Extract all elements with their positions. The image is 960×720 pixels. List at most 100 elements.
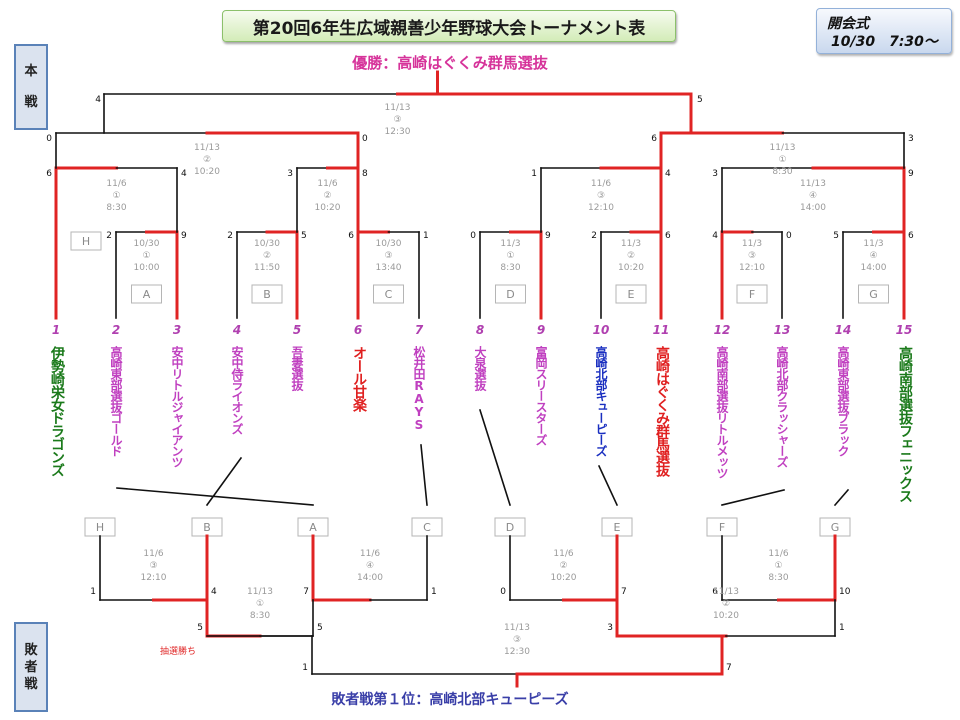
r1-game-D-field: ①	[506, 251, 514, 261]
team-name-4: 安中侍ライオンズ	[230, 346, 244, 434]
loser-final-score-right: 7	[726, 663, 732, 673]
qf-score-left-4: 3	[712, 169, 718, 179]
r1-game-A-date: 10/30	[134, 239, 160, 249]
r1-score-right-A: 9	[181, 231, 187, 241]
team-number-15: 15	[895, 323, 913, 337]
opening-ceremony-box: 開会式 10/30 7:30～	[816, 8, 952, 54]
team-number-3: 3	[172, 323, 182, 337]
loser-r1-score-left-1: 1	[90, 587, 96, 597]
final-game-time: 12:30	[385, 127, 411, 137]
opening-datetime: 10/30 7:30～	[831, 34, 938, 50]
loser-box-G-label: G	[831, 521, 840, 534]
loser-sf-game-2-date: 11/13	[713, 587, 739, 597]
r1-score-right-C: 1	[423, 231, 429, 241]
r1-score-left-C: 6	[348, 231, 354, 241]
r1-score-left-B: 2	[227, 231, 233, 241]
loser-r1-game-4-time: 8:30	[768, 573, 788, 583]
team-name-14: 高崎東部選抜ブラック	[836, 346, 850, 456]
qf-score-right-1: 4	[181, 169, 187, 179]
sf-score-left-1: 0	[46, 134, 52, 144]
team-number-5: 5	[292, 323, 302, 337]
loser-box-B-label: B	[203, 521, 211, 534]
final-score-left: 4	[95, 95, 101, 105]
loser-r1-score-left-4: 6	[712, 587, 718, 597]
sf-game-1-date: 11/13	[194, 143, 220, 153]
loser-r1-game-4-field: ①	[774, 561, 782, 571]
loser-r1-score-right-3: 7	[621, 587, 627, 597]
main-draw-label: 本 戦	[14, 44, 48, 130]
r1-game-B-date: 10/30	[254, 239, 280, 249]
feed-line-F	[721, 489, 785, 506]
team-name-7: 松井田RAYS	[412, 346, 426, 431]
loser-r1-score-left-2: 7	[303, 587, 309, 597]
r1-box-F	[736, 284, 768, 304]
team-number-9: 9	[536, 323, 546, 337]
r1-box-B-label: B	[263, 288, 271, 301]
loser-box-E-label: E	[614, 521, 621, 534]
team-number-12: 12	[713, 323, 731, 337]
loser-final-game-time: 12:30	[504, 647, 530, 657]
feed-line-G	[833, 488, 850, 507]
team-number-6: 6	[353, 323, 363, 337]
bye-box-H-label: H	[82, 235, 90, 248]
qf-game-4-date: 11/13	[800, 179, 826, 189]
feed-line-A	[116, 487, 314, 506]
loser-r1-game-3-field: ②	[559, 561, 567, 571]
r1-score-left-A: 2	[106, 231, 112, 241]
loser-r1-game-2-field: ④	[366, 561, 374, 571]
feed-line-D	[478, 408, 512, 507]
sf-score-left-2: 6	[651, 134, 657, 144]
team-name-1: 伊勢崎栄女ドラゴンズ	[49, 346, 65, 476]
r1-score-right-E: 6	[665, 231, 671, 241]
r1-score-right-F: 0	[786, 231, 792, 241]
r1-game-B-field: ②	[263, 251, 271, 261]
loser-final-game-date: 11/13	[504, 623, 530, 633]
final-game-field: ③	[393, 115, 401, 125]
loser-sf-score-right-2: 1	[839, 623, 845, 633]
r1-box-E-label: E	[628, 288, 635, 301]
loser-box-F-label: F	[719, 521, 725, 534]
loser-r1-game-1-date: 11/6	[143, 549, 163, 559]
qf-score-left-1: 6	[46, 169, 52, 179]
loser-box-H-label: H	[96, 521, 104, 534]
team-number-1: 1	[51, 323, 61, 337]
team-number-2: 2	[111, 323, 121, 337]
r1-game-F-time: 12:10	[739, 263, 765, 273]
qf-score-right-2: 8	[362, 169, 368, 179]
qf-game-4-field: ④	[809, 191, 817, 201]
qf-score-right-3: 4	[665, 169, 671, 179]
r1-game-F-field: ③	[748, 251, 756, 261]
r1-game-E-field: ②	[627, 251, 635, 261]
team-name-13: 高崎北部クラッシャーズ	[775, 346, 789, 467]
team-number-7: 7	[414, 323, 424, 337]
final-score-right: 5	[697, 95, 703, 105]
team-name-8: 大泉選抜	[473, 346, 487, 390]
loser-box-D-label: D	[506, 521, 514, 534]
r1-score-right-D: 9	[545, 231, 551, 241]
main-label-char-2: 戦	[24, 95, 38, 110]
r1-game-B-time: 11:50	[254, 263, 280, 273]
r1-box-G-label: G	[869, 288, 878, 301]
qf-game-1-field: ①	[112, 191, 120, 201]
champion-label: 優勝：高崎はぐくみ群馬選抜	[352, 54, 548, 72]
tournament-title: 第20回6年生広域親善少年野球大会トーナメント表	[222, 10, 676, 42]
r1-box-C	[373, 284, 404, 304]
r1-game-D-date: 11/3	[500, 239, 520, 249]
team-name-15: 高崎南部選抜フェニックス	[897, 346, 913, 502]
loser-label-char-1: 敗	[24, 642, 38, 658]
team-name-3: 安中リトルジャイアンツ	[170, 346, 184, 467]
r1-game-D-time: 8:30	[500, 263, 520, 273]
sf-game-1-field: ②	[203, 155, 211, 165]
loser-r1-score-left-3: 0	[500, 587, 506, 597]
final-game-date: 11/13	[385, 103, 411, 113]
qf-score-left-2: 3	[287, 169, 293, 179]
sf-game-2-time: 8:30	[772, 167, 792, 177]
loser-draw-label: 敗 者 戦	[14, 622, 48, 712]
loser-sf-game-1-field: ①	[256, 599, 264, 609]
r1-box-D-label: D	[506, 288, 514, 301]
qf-game-2-date: 11/6	[317, 179, 337, 189]
feed-line-C	[420, 444, 428, 506]
qf-game-1-date: 11/6	[106, 179, 126, 189]
bye-box-H	[70, 231, 102, 251]
loser-label-char-2: 者	[24, 659, 38, 675]
